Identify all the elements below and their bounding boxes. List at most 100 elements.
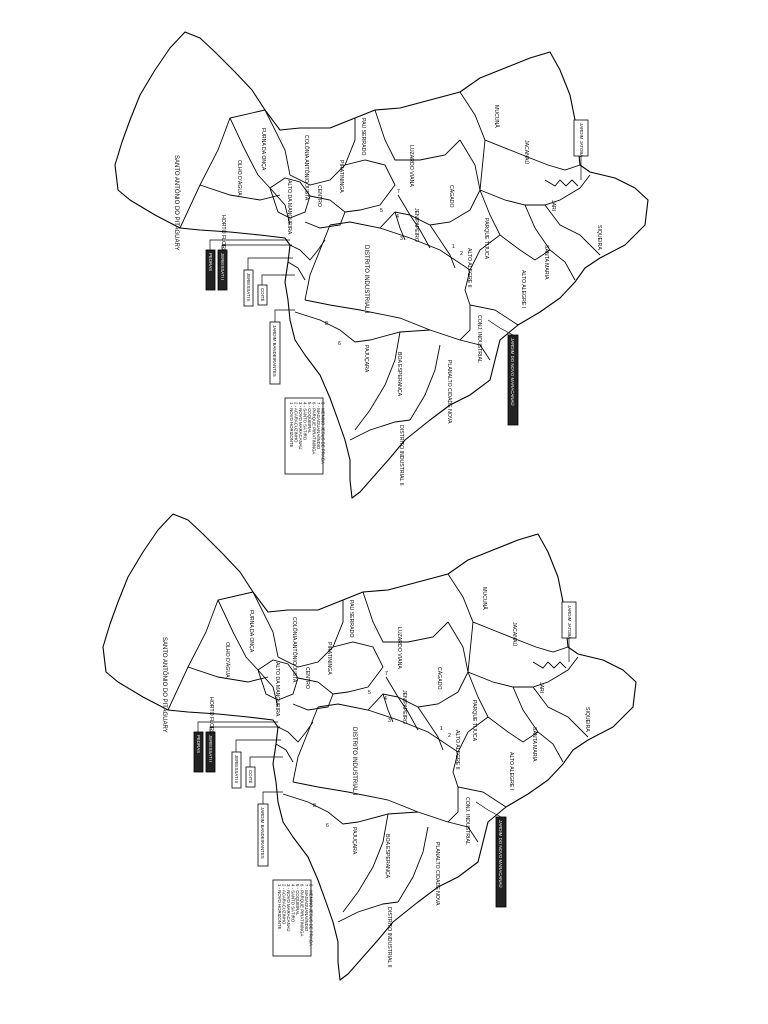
area-number: 8: [325, 321, 328, 327]
boundary: [429, 224, 456, 269]
district-label: BOA ESPERANÇA: [396, 352, 402, 397]
boundary: [304, 299, 471, 341]
callout-label: JARDIM BANDEIRANTES: [260, 807, 265, 859]
boundary: [417, 706, 444, 751]
callout-label: JEREISSATI II: [234, 755, 239, 783]
district-label: LUZARDO VIANA: [408, 145, 414, 187]
boundary: [452, 716, 507, 808]
district-label: FURNA DA ONÇA: [248, 610, 254, 653]
callout-label: COITÉ: [248, 770, 253, 783]
callout-label: JARDIM JATOBÁ: [579, 123, 584, 157]
boundary: [179, 109, 266, 229]
leader-line: [274, 309, 295, 322]
area-number: 8: [313, 803, 316, 809]
leader-line: [247, 257, 293, 270]
district-label: JARI: [538, 682, 544, 693]
boundary: [532, 686, 589, 738]
area-number: 3: [388, 718, 391, 724]
district-label: DISTRITO INDUSTRIAL I: [351, 727, 357, 796]
district-label: JACANAÚ: [523, 140, 530, 164]
district-label: PARQUE TIJUCA: [483, 218, 489, 260]
district-label: CONJ. INDUSTRIAL: [476, 315, 482, 363]
boundary: [409, 344, 441, 421]
district-label: OLHO D'ÁGUA: [224, 642, 231, 678]
district-label: ALTO DA MANGUEIRA: [274, 662, 280, 717]
district-label: LUZARDO VIANA: [396, 627, 402, 669]
legend-box: [284, 397, 324, 475]
callout-label: PEDRAS: [208, 253, 213, 271]
district-label: DISTRITO INDUSTRIAL I: [363, 245, 369, 314]
area-number: 4: [384, 696, 387, 702]
district-label: COLÔNIA ANTÔNIO JUSTA: [291, 617, 298, 683]
district-label: BOA ESPERANÇA: [384, 834, 390, 879]
district-label: ALTO ALEGRE II: [466, 248, 472, 288]
leader-line: [261, 274, 295, 285]
district-label: OLHO D'ÁGUA: [236, 160, 243, 196]
legend-item: 6 - PARQUE PIRATININGA: [300, 884, 305, 936]
boundary: [464, 234, 519, 326]
legend-item: 1 - NOVO HORIZONTE: [289, 402, 294, 447]
district-label: CÁGADO: [436, 667, 443, 689]
callout-label: COITÉ: [260, 288, 265, 301]
callout-label: JARDIM DO NOVO MARACANAÚ: [510, 338, 515, 406]
boundary: [304, 224, 331, 301]
boundary: [544, 179, 579, 187]
legend-item: 5 - COQUEIRAL: [295, 884, 300, 916]
district-label: CÁGADO: [448, 185, 455, 207]
boundary: [459, 339, 491, 361]
district-label: CONJ. INDUSTRIAL: [464, 797, 470, 845]
boundary: [229, 117, 291, 226]
boundary: [467, 671, 539, 743]
callout-box: [231, 751, 242, 789]
boundary: [374, 109, 461, 161]
district-label: SANTA MARIA: [531, 727, 537, 762]
leader-line: [209, 239, 290, 250]
area-number: 6: [338, 341, 341, 347]
area-number: 2: [448, 733, 451, 739]
boundary: [344, 159, 396, 213]
boundary: [252, 591, 279, 658]
legend-item: 3 - NOVO MARACANAÚ: [286, 884, 291, 932]
boundary: [385, 621, 469, 708]
legend-item: 6 - PARQUE PIRATININGA: [312, 402, 317, 454]
callout-box: [205, 249, 216, 291]
boundary: [304, 195, 346, 229]
legend-item: 7 - MAGAGUANA/INDIO: [304, 884, 309, 932]
boundary: [292, 781, 459, 823]
callout-label: JEREISSATI I: [220, 253, 225, 280]
district-label: MUCUNÃ: [481, 587, 488, 610]
district-label: CENTRO: [304, 667, 310, 689]
leader-line: [487, 319, 514, 336]
area-number: 6: [326, 823, 329, 829]
boundary: [349, 419, 411, 441]
callout-label: JARDIM BANDEIRANTES: [272, 325, 277, 377]
district-label: PLANALTO CIDADE NOVA: [434, 842, 440, 906]
boundary: [394, 211, 406, 241]
boundary: [292, 706, 319, 783]
boundary: [544, 204, 601, 256]
boundary: [337, 901, 399, 923]
legend-item: 8 - MENINO JESUS DE PRAGA: [321, 402, 326, 464]
boundary: [382, 693, 394, 723]
district-label: PAJUÇARA: [363, 345, 369, 373]
boundary: [379, 211, 431, 249]
district-label: SANTO ANTÔNIO DO PITAGUARY: [173, 155, 180, 251]
boundary: [289, 239, 326, 261]
area-number: 5: [368, 690, 371, 696]
boundary: [275, 743, 294, 763]
boundary: [257, 659, 299, 701]
boundary: [217, 599, 279, 708]
district-label: ALTO ALEGRE I: [508, 752, 514, 790]
boundary: [467, 621, 474, 673]
district-label: JARI: [550, 200, 556, 211]
callout-box: [217, 249, 228, 291]
leader-line: [221, 244, 292, 250]
callout-box: [193, 731, 204, 773]
callout-label: JARDIM DO NOVO MARACANAÚ: [498, 820, 503, 888]
boundary: [329, 221, 471, 271]
boundary: [289, 118, 356, 186]
area-number: 7: [397, 189, 400, 195]
area-number: 4: [396, 214, 399, 220]
district-label: SANTO ANTÔNIO DO PITAGUARY: [161, 637, 168, 733]
